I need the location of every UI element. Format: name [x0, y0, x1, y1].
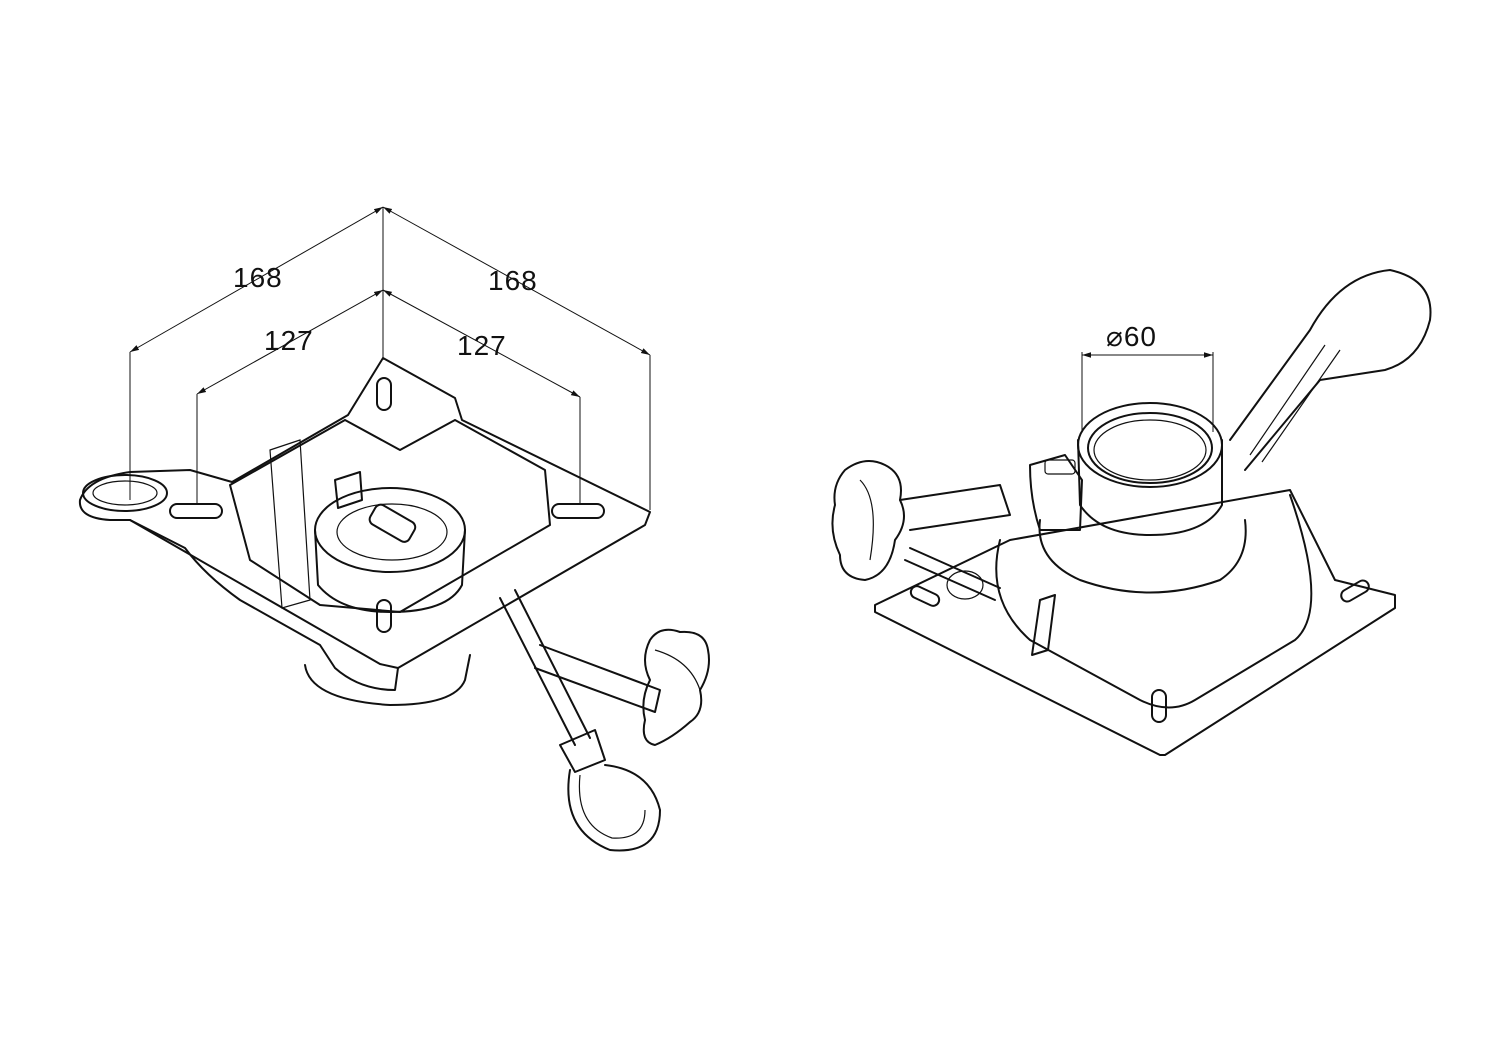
- dimension-127-left: 127: [264, 325, 314, 356]
- left-swivel-view: [78, 357, 710, 852]
- dimension-diameter-60: ⌀60: [1106, 321, 1158, 352]
- right-dimension-lines: [1081, 352, 1214, 432]
- right-swivel-view: [831, 269, 1432, 756]
- dimension-168-left: 168: [233, 262, 283, 293]
- left-dimension-lines: [129, 206, 651, 510]
- dimension-168-right: 168: [488, 265, 538, 296]
- dimension-127-right: 127: [457, 330, 507, 361]
